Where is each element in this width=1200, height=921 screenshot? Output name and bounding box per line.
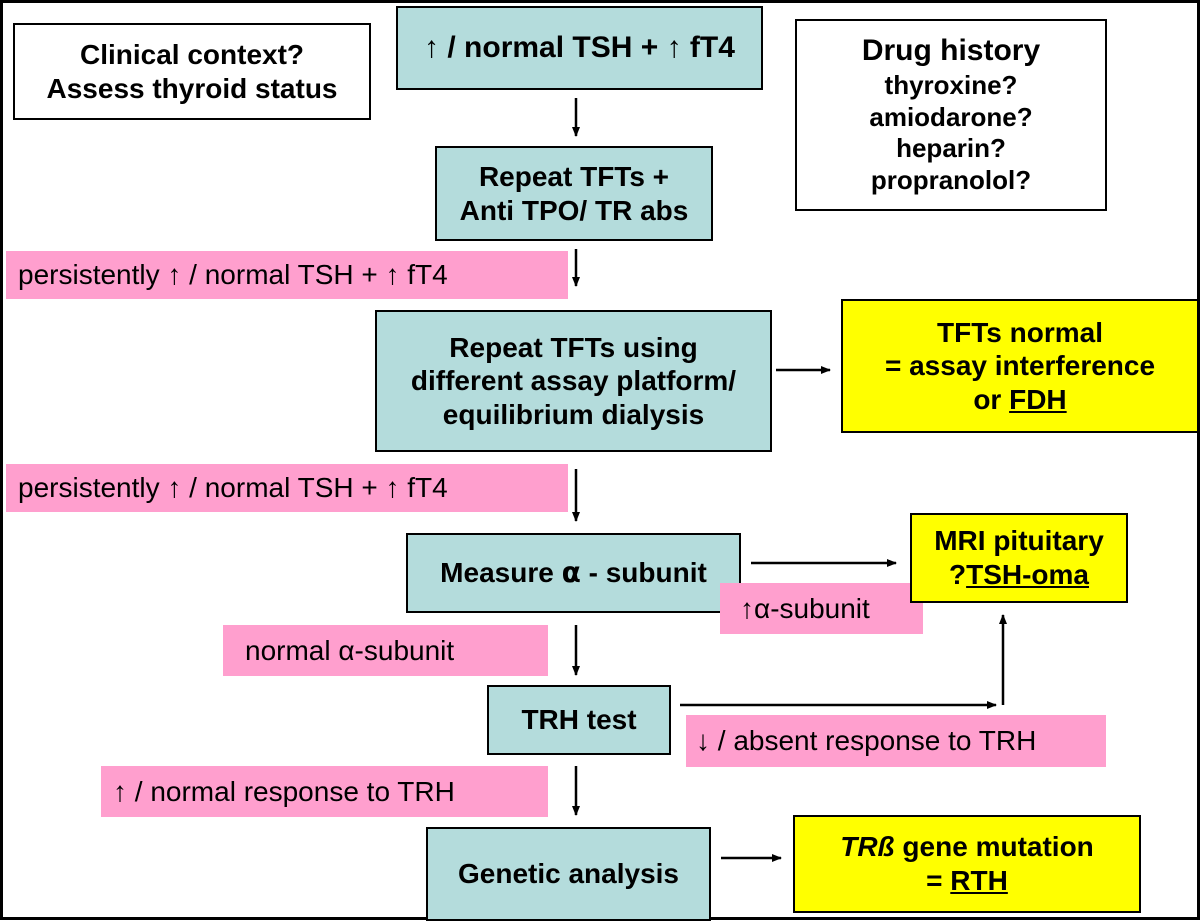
alpha-normal-text: normal α-subunit bbox=[245, 634, 455, 666]
mri-pituitary-box: MRI pituitary ?TSH-oma bbox=[910, 513, 1128, 603]
trb-mutation-box: TRß gene mutation = RTH bbox=[793, 815, 1141, 913]
trh-normal-label: ↑ / normal response to TRH bbox=[101, 766, 548, 817]
tfts-normal-line3: or FDH bbox=[973, 383, 1066, 417]
mri-question: ? bbox=[948, 559, 967, 590]
repeat-assay-line2: different assay platform/ bbox=[410, 365, 737, 397]
repeat-tfts-line1: Repeat TFTs + bbox=[478, 160, 670, 192]
trh-test-box: TRH test bbox=[487, 685, 671, 755]
connector-arrows bbox=[572, 98, 1007, 862]
alpha-normal-label: normal α-subunit bbox=[223, 625, 548, 676]
tfts-normal-line1: TFTs normal bbox=[937, 316, 1103, 348]
trb-gene-rest: gene mutation bbox=[894, 831, 1094, 863]
clinical-context-box: Clinical context? Assess thyroid status bbox=[13, 23, 371, 120]
genetic-analysis-text: Genetic analysis bbox=[457, 858, 679, 890]
tsh-oma-term: TSH-oma bbox=[966, 559, 1089, 590]
clinical-context-line1: Clinical context? bbox=[79, 38, 305, 70]
start-box: ↑ / normal TSH + ↑ fT4 bbox=[396, 6, 763, 90]
repeat-assay-box: Repeat TFTs using different assay platfo… bbox=[375, 310, 772, 452]
tfts-normal-box: TFTs normal = assay interference or FDH bbox=[841, 299, 1199, 433]
trh-normal-text: ↑ / normal response to TRH bbox=[113, 775, 455, 807]
trh-test-text: TRH test bbox=[521, 704, 637, 736]
trb-line1: TRß gene mutation bbox=[840, 830, 1094, 864]
trb-equals: = bbox=[926, 865, 951, 896]
alpha-up-label: ↑α-subunit bbox=[720, 583, 923, 634]
repeat-tfts-box: Repeat TFTs + Anti TPO/ TR abs bbox=[435, 146, 713, 241]
measure-suffix: - subunit bbox=[580, 557, 707, 589]
mri-line1: MRI pituitary bbox=[934, 525, 1104, 557]
measure-alpha-box: Measure α - subunit bbox=[406, 533, 741, 613]
trb-line2: = RTH bbox=[926, 864, 1008, 898]
clinical-context-line2: Assess thyroid status bbox=[46, 72, 338, 104]
mri-line2: ?TSH-oma bbox=[949, 558, 1089, 592]
tfts-normal-or: or bbox=[973, 383, 1010, 415]
persistent-label-1-text: persistently ↑ / normal TSH + ↑ fT4 bbox=[18, 259, 448, 290]
persistent-label-2: persistently ↑ / normal TSH + ↑ fT4 bbox=[6, 464, 568, 512]
drug-item: heparin? bbox=[896, 133, 1006, 164]
drug-item: amiodarone? bbox=[869, 101, 1033, 132]
trb-gene-name: TRß bbox=[840, 831, 895, 863]
drug-history-box: Drug history thyroxine? amiodarone? hepa… bbox=[795, 19, 1107, 211]
start-text: ↑ / normal TSH + ↑ fT4 bbox=[424, 31, 735, 64]
repeat-assay-line3: equilibrium dialysis bbox=[442, 398, 705, 430]
persistent-label-1: persistently ↑ / normal TSH + ↑ fT4 bbox=[6, 251, 568, 299]
repeat-tfts-line2: Anti TPO/ TR abs bbox=[459, 194, 689, 226]
drug-item: thyroxine? bbox=[884, 69, 1018, 100]
alpha-up-text: ↑α-subunit bbox=[740, 592, 870, 624]
repeat-assay-line1: Repeat TFTs using bbox=[449, 331, 698, 363]
drug-item: propranolol? bbox=[870, 165, 1032, 196]
measure-prefix: Measure bbox=[440, 557, 562, 589]
trh-absent-text: ↓ / absent response to TRH bbox=[696, 725, 1037, 756]
drug-history-title: Drug history bbox=[861, 34, 1041, 68]
tfts-normal-line2: = assay interference bbox=[884, 350, 1156, 382]
rth-term: RTH bbox=[950, 865, 1008, 896]
persistent-label-2-text: persistently ↑ / normal TSH + ↑ fT4 bbox=[18, 472, 448, 503]
fdh-term: FDH bbox=[1009, 383, 1067, 415]
trh-absent-label: ↓ / absent response to TRH bbox=[686, 715, 1106, 767]
alpha-symbol: α bbox=[561, 556, 581, 590]
